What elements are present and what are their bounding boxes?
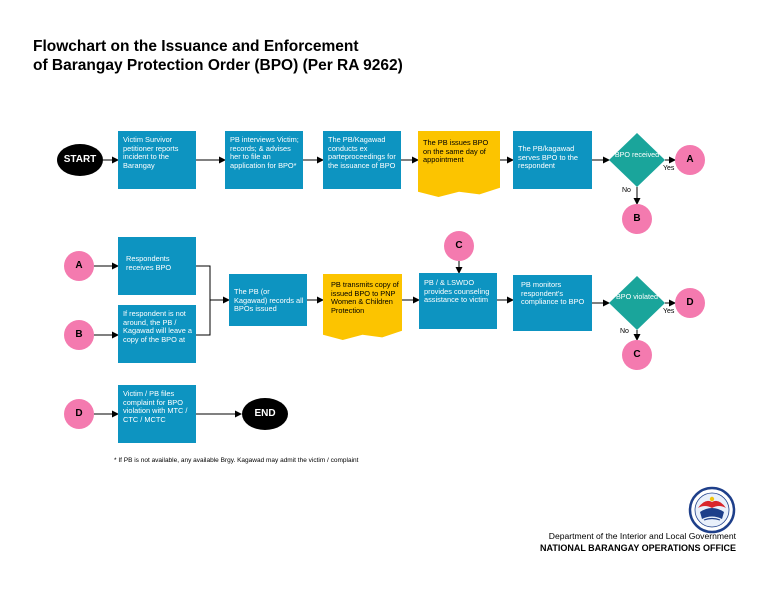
- page-title: Flowchart on the Issuance and Enforcemen…: [33, 37, 403, 75]
- step-victim-reports: Victim Survivor petitioner reports incid…: [118, 131, 196, 189]
- connector-a-right: A: [686, 154, 694, 165]
- connector-c-top-shape: [444, 231, 474, 261]
- step-serves-bpo: The PB/kagawad serves BPO to the respond…: [513, 131, 592, 189]
- step-pb-issues-bpo: The PB issues BPO on the same day of app…: [418, 131, 500, 197]
- step-respondent-receives: Respondents receives BPO: [118, 237, 196, 295]
- title-line-2: of Barangay Protection Order (BPO) (Per …: [33, 57, 403, 74]
- dilg-seal-logo: [688, 486, 736, 534]
- step-transmits-copy: PB transmits copy of issued BPO to PNP W…: [323, 274, 402, 340]
- title-line-1: Flowchart on the Issuance and Enforcemen…: [33, 38, 359, 55]
- decision-bpo-violated-shape: [609, 276, 665, 330]
- connector-c-below: C: [633, 349, 641, 360]
- step-records-bpos: The PB (or Kagawad) records all BPOs iss…: [229, 274, 307, 326]
- connector-b-left: B: [75, 329, 83, 340]
- office-name: NATIONAL BARANGAY OPERATIONS OFFICE: [539, 543, 736, 553]
- connector-c-top: C: [455, 240, 463, 251]
- step-counseling: PB / & LSWDO provides counseling assista…: [419, 273, 497, 329]
- connector-d-left-shape: [64, 399, 94, 429]
- connector-b-below-shape: [622, 204, 652, 234]
- step-pb-interviews: PB interviews Victim; records; & advises…: [225, 131, 303, 189]
- step-files-complaint: Victim / PB files complaint for BPO viol…: [118, 385, 196, 443]
- decision1-yes-label: Yes: [663, 165, 675, 172]
- end-terminal: END: [254, 408, 276, 419]
- step-ex-parte-proceedings: The PB/Kagawad conducts ex parteproceedi…: [323, 131, 401, 189]
- department-name: Department of the Interior and Local Gov…: [548, 531, 736, 541]
- connector-c-below-shape: [622, 340, 652, 370]
- decision-bpo-received-shape: [609, 133, 665, 187]
- connector-d-left: D: [75, 408, 83, 419]
- connector-a-right-shape: [675, 145, 705, 175]
- start-terminal-shape: [57, 144, 103, 176]
- decision-bpo-received: BPO received: [614, 150, 660, 159]
- start-terminal: START: [63, 154, 97, 165]
- connector-a-left: A: [75, 260, 83, 271]
- decision1-no-label: No: [622, 187, 631, 194]
- connector-b-below: B: [633, 213, 641, 224]
- footnote: * If PB is not available, any available …: [114, 457, 359, 464]
- connector-a-left-shape: [64, 251, 94, 281]
- connector-b-left-shape: [64, 320, 94, 350]
- step-leave-copy: If respondent is not around, the PB / Ka…: [118, 305, 196, 363]
- connector-d-right: D: [686, 297, 694, 308]
- decision2-no-label: No: [620, 328, 629, 335]
- step-monitors-compliance: PB monitors respondent's compliance to B…: [513, 275, 592, 331]
- merge-line: [196, 265, 211, 336]
- connector-d-right-shape: [675, 288, 705, 318]
- decision2-yes-label: Yes: [663, 308, 675, 315]
- end-terminal-shape: [242, 398, 288, 430]
- decision-bpo-violated: BPO violated: [616, 292, 658, 301]
